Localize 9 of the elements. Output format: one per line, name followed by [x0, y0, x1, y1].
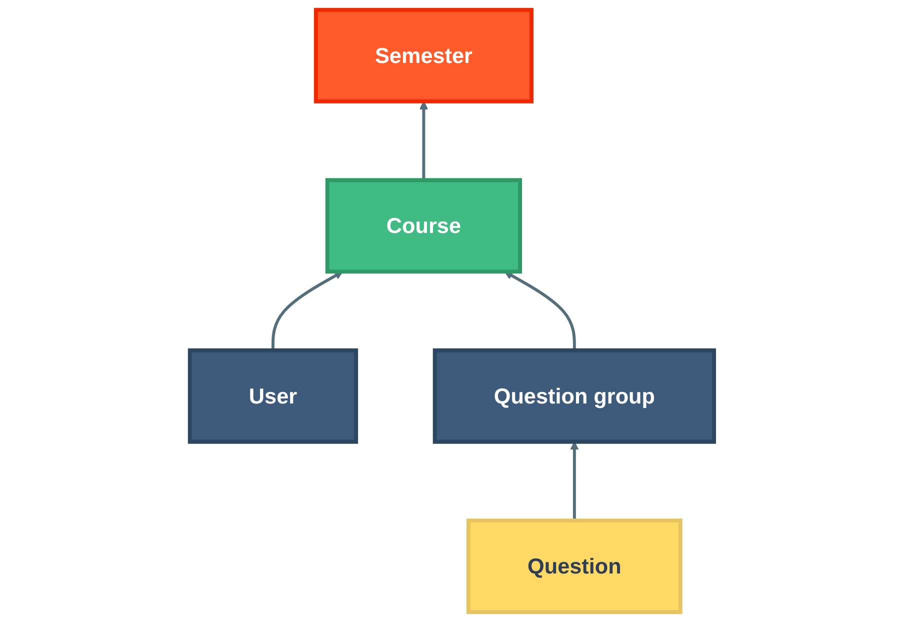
node-box: User	[188, 348, 358, 444]
arrow	[570, 441, 579, 521]
arrow	[504, 271, 576, 350]
node-box: Question	[466, 518, 682, 614]
node-box: Semester	[314, 8, 534, 104]
node-box: Question group	[432, 348, 716, 444]
arrow	[272, 271, 344, 350]
arrow	[419, 101, 428, 180]
node-box: Course	[325, 178, 522, 274]
